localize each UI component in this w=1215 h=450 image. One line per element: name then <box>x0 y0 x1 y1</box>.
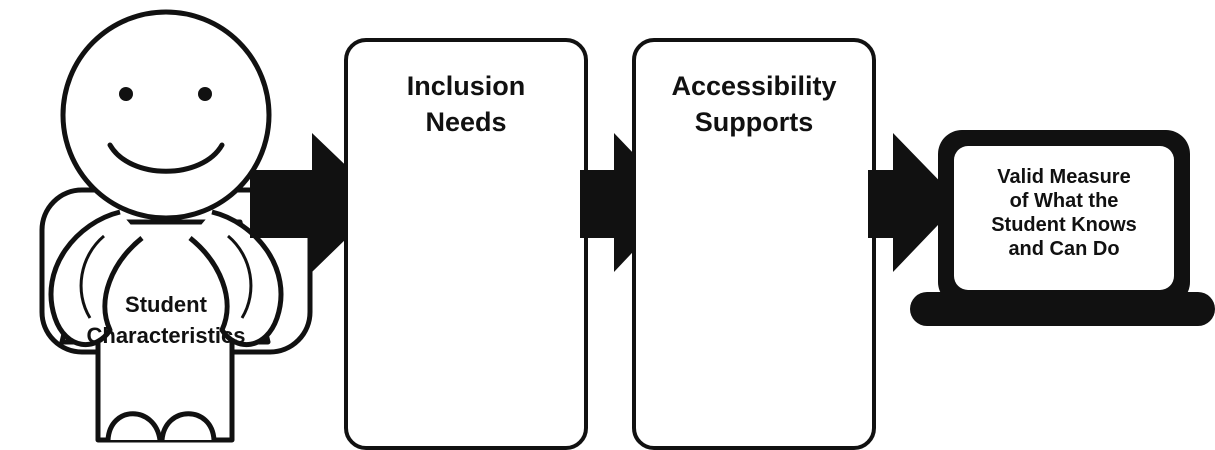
arrow-2 <box>580 133 680 272</box>
box-2-label-line-2: Supports <box>695 107 814 137</box>
right-foot <box>159 411 217 441</box>
box-1-label-line-2: Needs <box>425 107 506 137</box>
left-eye <box>119 87 133 101</box>
laptop-base <box>910 292 1215 326</box>
student-label-line-2: Characteristics <box>87 323 246 348</box>
right-eye <box>198 87 212 101</box>
laptop-screen <box>954 146 1174 290</box>
laptop-label-line-1: Valid Measure <box>997 166 1130 188</box>
box-1-frame <box>344 38 588 450</box>
laptop-label-line-4: and Can Do <box>1008 238 1119 260</box>
arrow-3 <box>868 133 960 272</box>
laptop: Valid Measure of What the Student Knows … <box>910 130 1215 326</box>
student-label-line-1: Student <box>125 292 208 317</box>
left-strap <box>48 209 144 347</box>
right-strap-seam <box>227 234 253 319</box>
laptop-label-line-3: Student Knows <box>991 214 1137 236</box>
box-2-frame <box>632 38 876 450</box>
student-figure: Student Characteristics <box>39 9 313 443</box>
box-1-label-line-1: Inclusion <box>407 71 526 101</box>
inclusion-needs-box: Inclusion Needs <box>344 38 588 450</box>
box-2-label-line-1: Accessibility <box>671 71 836 101</box>
left-strap-seam <box>79 234 105 319</box>
head <box>60 9 272 221</box>
arrow-1 <box>250 133 384 272</box>
laptop-label-line-2: of What the <box>1010 190 1119 212</box>
smile <box>107 142 225 174</box>
right-strap <box>188 209 284 347</box>
left-foot <box>105 411 163 441</box>
accessibility-supports-box: Accessibility Supports <box>632 38 876 450</box>
